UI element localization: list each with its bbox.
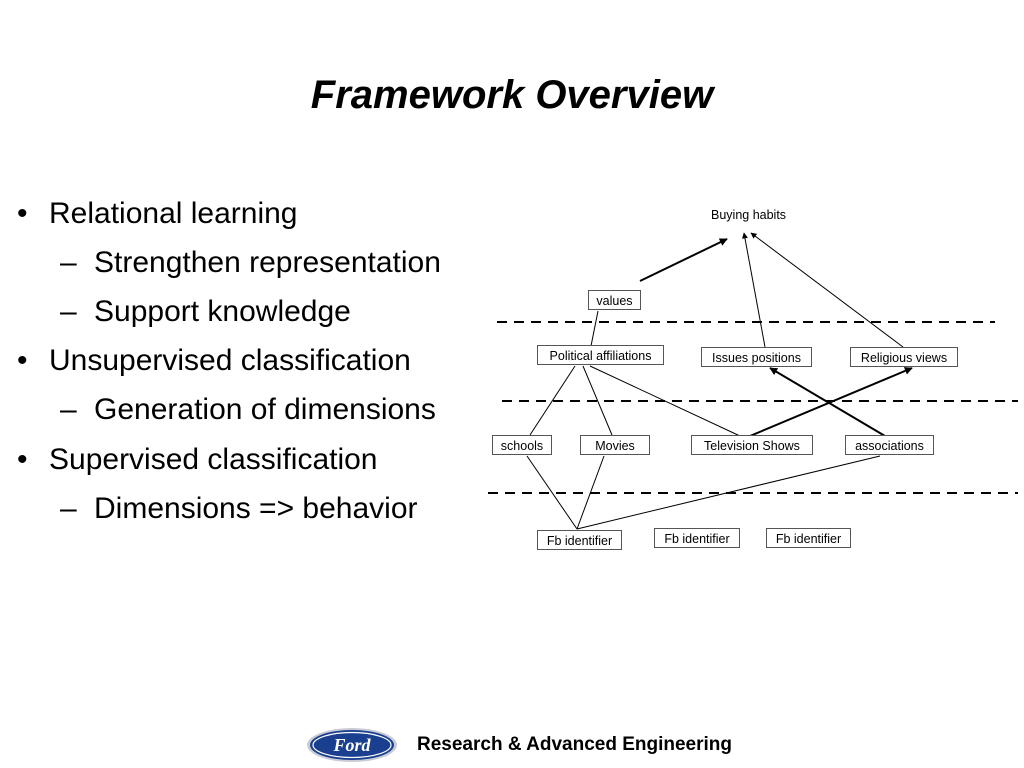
edge-fb-movies — [576, 455, 605, 530]
ford-logo: Ford — [307, 728, 397, 762]
node-schools: schools — [492, 435, 552, 455]
sub-bullet-item: – Strengthen representation — [60, 245, 441, 281]
bullet-marker: • — [17, 344, 28, 377]
edge-religious-to-buying-habits — [750, 232, 904, 348]
node-religious-views: Religious views — [850, 347, 958, 367]
node-fb-identifier: Fb identifier — [766, 528, 851, 548]
sub-bullet-text: Support knowledge — [94, 295, 351, 328]
footer-tagline: Research & Advanced Engineering — [417, 734, 733, 755]
bullet-text: Relational learning — [49, 197, 298, 230]
edge-values-to-buying-habits — [639, 238, 728, 282]
edge-values-political — [590, 310, 599, 347]
bullet-text: Supervised classification — [49, 443, 378, 476]
svg-text:Ford: Ford — [332, 735, 371, 755]
edge-issues-to-buying-habits — [742, 232, 766, 348]
bullet-item: • Relational learning — [17, 196, 298, 232]
sub-bullet-marker: – — [60, 246, 77, 279]
node-fb-identifier: Fb identifier — [537, 530, 622, 550]
edge-political-movies — [582, 365, 613, 436]
sub-bullet-marker: – — [60, 295, 77, 328]
bullet-marker: • — [17, 197, 28, 230]
edge-fb-associations — [576, 455, 881, 530]
node-movies: Movies — [580, 435, 650, 455]
sub-bullet-item: – Dimensions => behavior — [60, 491, 418, 527]
node-values: values — [588, 290, 641, 310]
slide-title: Framework Overview — [310, 73, 714, 117]
sub-bullet-text: Dimensions => behavior — [94, 492, 418, 525]
edge-political-tv — [589, 365, 741, 437]
sub-bullet-text: Strengthen representation — [94, 246, 441, 279]
node-buying-habits: Buying habits — [711, 208, 787, 222]
node-associations: associations — [845, 435, 934, 455]
node-fb-identifier: Fb identifier — [654, 528, 740, 548]
sub-bullet-item: – Generation of dimensions — [60, 392, 436, 428]
node-issues-positions: Issues positions — [701, 347, 812, 367]
sub-bullet-marker: – — [60, 393, 77, 426]
bullet-text: Unsupervised classification — [49, 344, 411, 377]
bullet-item: • Supervised classification — [17, 442, 378, 478]
sub-bullet-text: Generation of dimensions — [94, 393, 436, 426]
edge-associations-to-issues — [769, 367, 886, 437]
bullet-item: • Unsupervised classification — [17, 343, 411, 379]
edge-tv-to-religious — [749, 367, 913, 437]
edge-fb-schools — [526, 455, 578, 530]
bullet-marker: • — [17, 443, 28, 476]
node-television-shows: Television Shows — [691, 435, 813, 455]
edge-political-schools — [529, 365, 576, 436]
sub-bullet-item: – Support knowledge — [60, 294, 351, 330]
node-political-affiliations: Political affiliations — [537, 345, 664, 365]
sub-bullet-marker: – — [60, 492, 77, 525]
